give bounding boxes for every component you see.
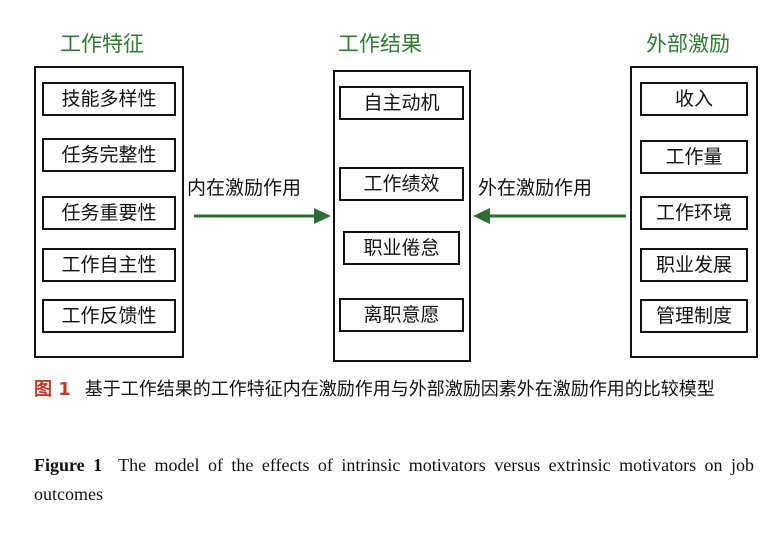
item-autonomy: 工作自主性 — [42, 248, 176, 282]
item-feedback: 工作反馈性 — [42, 299, 176, 333]
item-autonomous-motivation: 自主动机 — [339, 86, 464, 120]
item-work-environment: 工作环境 — [640, 196, 748, 230]
item-job-performance: 工作绩效 — [339, 167, 464, 201]
column-title-job-characteristics: 工作特征 — [60, 32, 144, 56]
item-skill-variety: 技能多样性 — [42, 82, 176, 116]
extrinsic-motivation-label: 外在激励作用 — [478, 177, 593, 199]
figure-label-chinese: 图 1 — [34, 379, 71, 400]
figure-caption-english-text: The model of the effects of intrinsic mo… — [34, 455, 754, 504]
item-career-development: 职业发展 — [640, 248, 748, 282]
item-task-significance: 任务重要性 — [42, 196, 176, 230]
column-title-job-outcomes: 工作结果 — [338, 32, 422, 56]
item-management-system: 管理制度 — [640, 299, 748, 333]
figure-caption-chinese-text: 基于工作结果的工作特征内在激励作用与外部激励因素外在激励作用的比较模型 — [84, 379, 715, 400]
figure-label-english: Figure 1 — [34, 455, 103, 475]
column-title-external-incentives: 外部激励 — [646, 32, 730, 56]
item-turnover-intention: 离职意愿 — [339, 298, 464, 332]
item-income: 收入 — [640, 82, 748, 116]
item-job-burnout: 职业倦怠 — [343, 231, 460, 265]
intrinsic-arrow-head — [314, 208, 331, 224]
item-task-identity: 任务完整性 — [42, 138, 176, 172]
extrinsic-arrow-head — [473, 208, 490, 224]
intrinsic-motivation-label: 内在激励作用 — [187, 177, 302, 199]
figure-caption-chinese: 图 1 基于工作结果的工作特征内在激励作用与外部激励因素外在激励作用的比较模型 — [34, 375, 754, 404]
item-workload: 工作量 — [640, 140, 748, 174]
